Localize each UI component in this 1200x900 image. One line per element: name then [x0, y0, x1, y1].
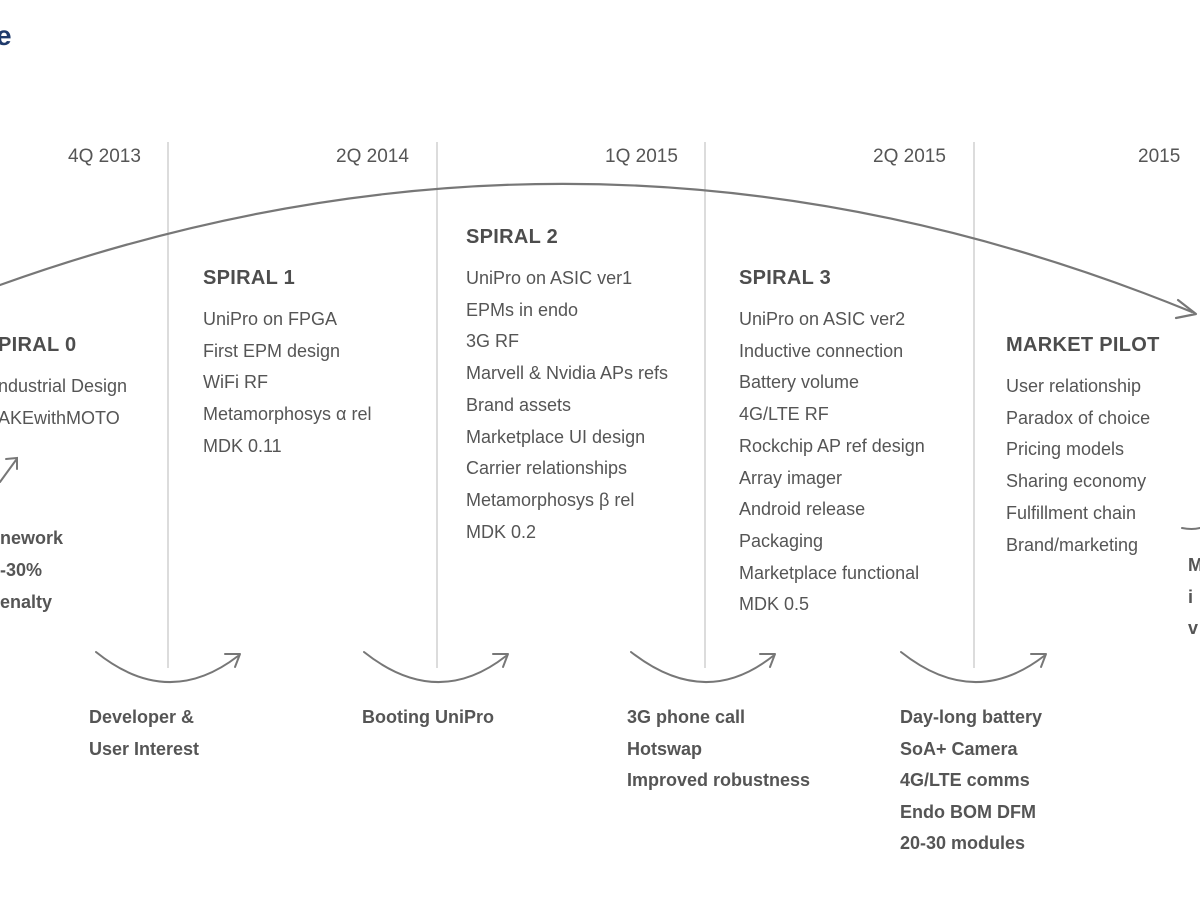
list-item: WiFi RF: [203, 372, 268, 393]
list-item: Metamorphosys β rel: [466, 489, 635, 510]
date-label: 2Q 2014: [336, 146, 409, 167]
list-item: Hotswap: [627, 738, 703, 759]
transition-arrow-3: [630, 651, 776, 683]
list-item: 20-30 modules: [900, 833, 1026, 853]
market-pilot-title: MARKET PILOT: [1006, 334, 1160, 356]
spiral-3-column: SPIRAL 3 UniPro on ASIC ver2 Inductive c…: [739, 267, 925, 621]
list-item: M: [1188, 555, 1200, 575]
left-partial-arrow: [0, 456, 18, 483]
list-item: 3G phone call: [627, 707, 746, 727]
list-item: User Interest: [89, 738, 200, 759]
right-partial-line: [1181, 527, 1200, 530]
list-item: v: [1188, 618, 1199, 638]
milestone-1: Developer & User Interest: [89, 702, 199, 765]
list-item: AKEwithMOTO: [0, 407, 120, 428]
date-label: 1Q 2015: [605, 146, 678, 167]
list-item: Sharing economy: [1006, 471, 1147, 492]
spiral-2-column: SPIRAL 2 UniPro on ASIC ver1 EPMs in end…: [466, 226, 668, 548]
spiral-0-title: PIRAL 0: [0, 334, 77, 356]
list-item: Inductive connection: [739, 340, 904, 361]
progress-arc: [0, 182, 1194, 314]
spiral-3-title: SPIRAL 3: [739, 267, 832, 289]
spiral-2-title: SPIRAL 2: [466, 226, 559, 248]
list-item: Rockchip AP ref design: [739, 435, 925, 456]
list-item: ndustrial Design: [0, 376, 128, 396]
left-partial-text: nework -30% enalty: [0, 522, 63, 618]
list-item: Metamorphosys α rel: [203, 404, 372, 425]
list-item: Android release: [739, 499, 866, 520]
list-item: UniPro on ASIC ver2: [739, 309, 906, 329]
right-partial-text: M i v: [1188, 550, 1200, 645]
list-item: Endo BOM DFM: [900, 801, 1036, 822]
milestone-2: Booting UniPro: [362, 702, 494, 734]
list-item: Paradox of choice: [1006, 407, 1151, 428]
list-item: Array imager: [739, 467, 843, 488]
list-item: MDK 0.11: [203, 435, 282, 456]
list-item: Pricing models: [1006, 439, 1125, 460]
market-pilot-column: MARKET PILOT User relationship Paradox o…: [1006, 334, 1160, 561]
list-item: enalty: [0, 592, 53, 612]
list-item: Fulfillment chain: [1006, 502, 1137, 523]
list-item: UniPro on ASIC ver1: [466, 268, 633, 288]
list-item: Day-long battery: [900, 707, 1043, 727]
transition-arrow-2: [363, 651, 509, 683]
spiral-1-column: SPIRAL 1 UniPro on FPGA First EPM design…: [203, 267, 371, 463]
list-item: Marketplace functional: [739, 562, 920, 583]
date-label: 4Q 2013: [68, 146, 141, 167]
list-item: EPMs in endo: [466, 299, 579, 320]
date-label: 2015: [1138, 146, 1181, 167]
list-item: nework: [0, 528, 64, 548]
date-label: 2Q 2015: [873, 146, 946, 167]
list-item: Marketplace UI design: [466, 426, 646, 447]
list-item: -30%: [0, 560, 43, 580]
transition-arrow-1: [95, 651, 241, 683]
list-item: 4G/LTE comms: [900, 770, 1030, 790]
corner-title-fragment: e: [0, 20, 12, 51]
list-item: Developer &: [89, 707, 195, 727]
list-item: MDK 0.2: [466, 521, 537, 542]
list-item: Brand/marketing: [1006, 534, 1139, 555]
list-item: Carrier relationships: [466, 458, 628, 479]
list-item: User relationship: [1006, 376, 1142, 396]
list-item: First EPM design: [203, 340, 341, 361]
list-item: SoA+ Camera: [900, 738, 1018, 759]
list-item: Marvell & Nvidia APs refs: [466, 363, 669, 384]
milestone-4: Day-long battery SoA+ Camera 4G/LTE comm…: [900, 702, 1042, 860]
list-item: 3G RF: [466, 331, 520, 352]
list-item: Booting UniPro: [362, 707, 494, 727]
list-item: Brand assets: [466, 394, 572, 415]
milestone-3: 3G phone call Hotswap Improved robustnes…: [627, 702, 810, 797]
list-item: MDK 0.5: [739, 594, 810, 615]
progress-arc-arrowhead: [1174, 298, 1198, 320]
list-item: Battery volume: [739, 372, 860, 393]
list-item: i: [1188, 586, 1194, 607]
spiral-0-column: PIRAL 0 ndustrial Design AKEwithMOTO: [0, 334, 127, 434]
list-item: Improved robustness: [627, 770, 811, 790]
transition-arrow-4: [900, 651, 1047, 683]
spiral-1-title: SPIRAL 1: [203, 267, 296, 289]
list-item: Packaging: [739, 530, 824, 551]
list-item: UniPro on FPGA: [203, 309, 338, 329]
list-item: 4G/LTE RF: [739, 404, 829, 425]
